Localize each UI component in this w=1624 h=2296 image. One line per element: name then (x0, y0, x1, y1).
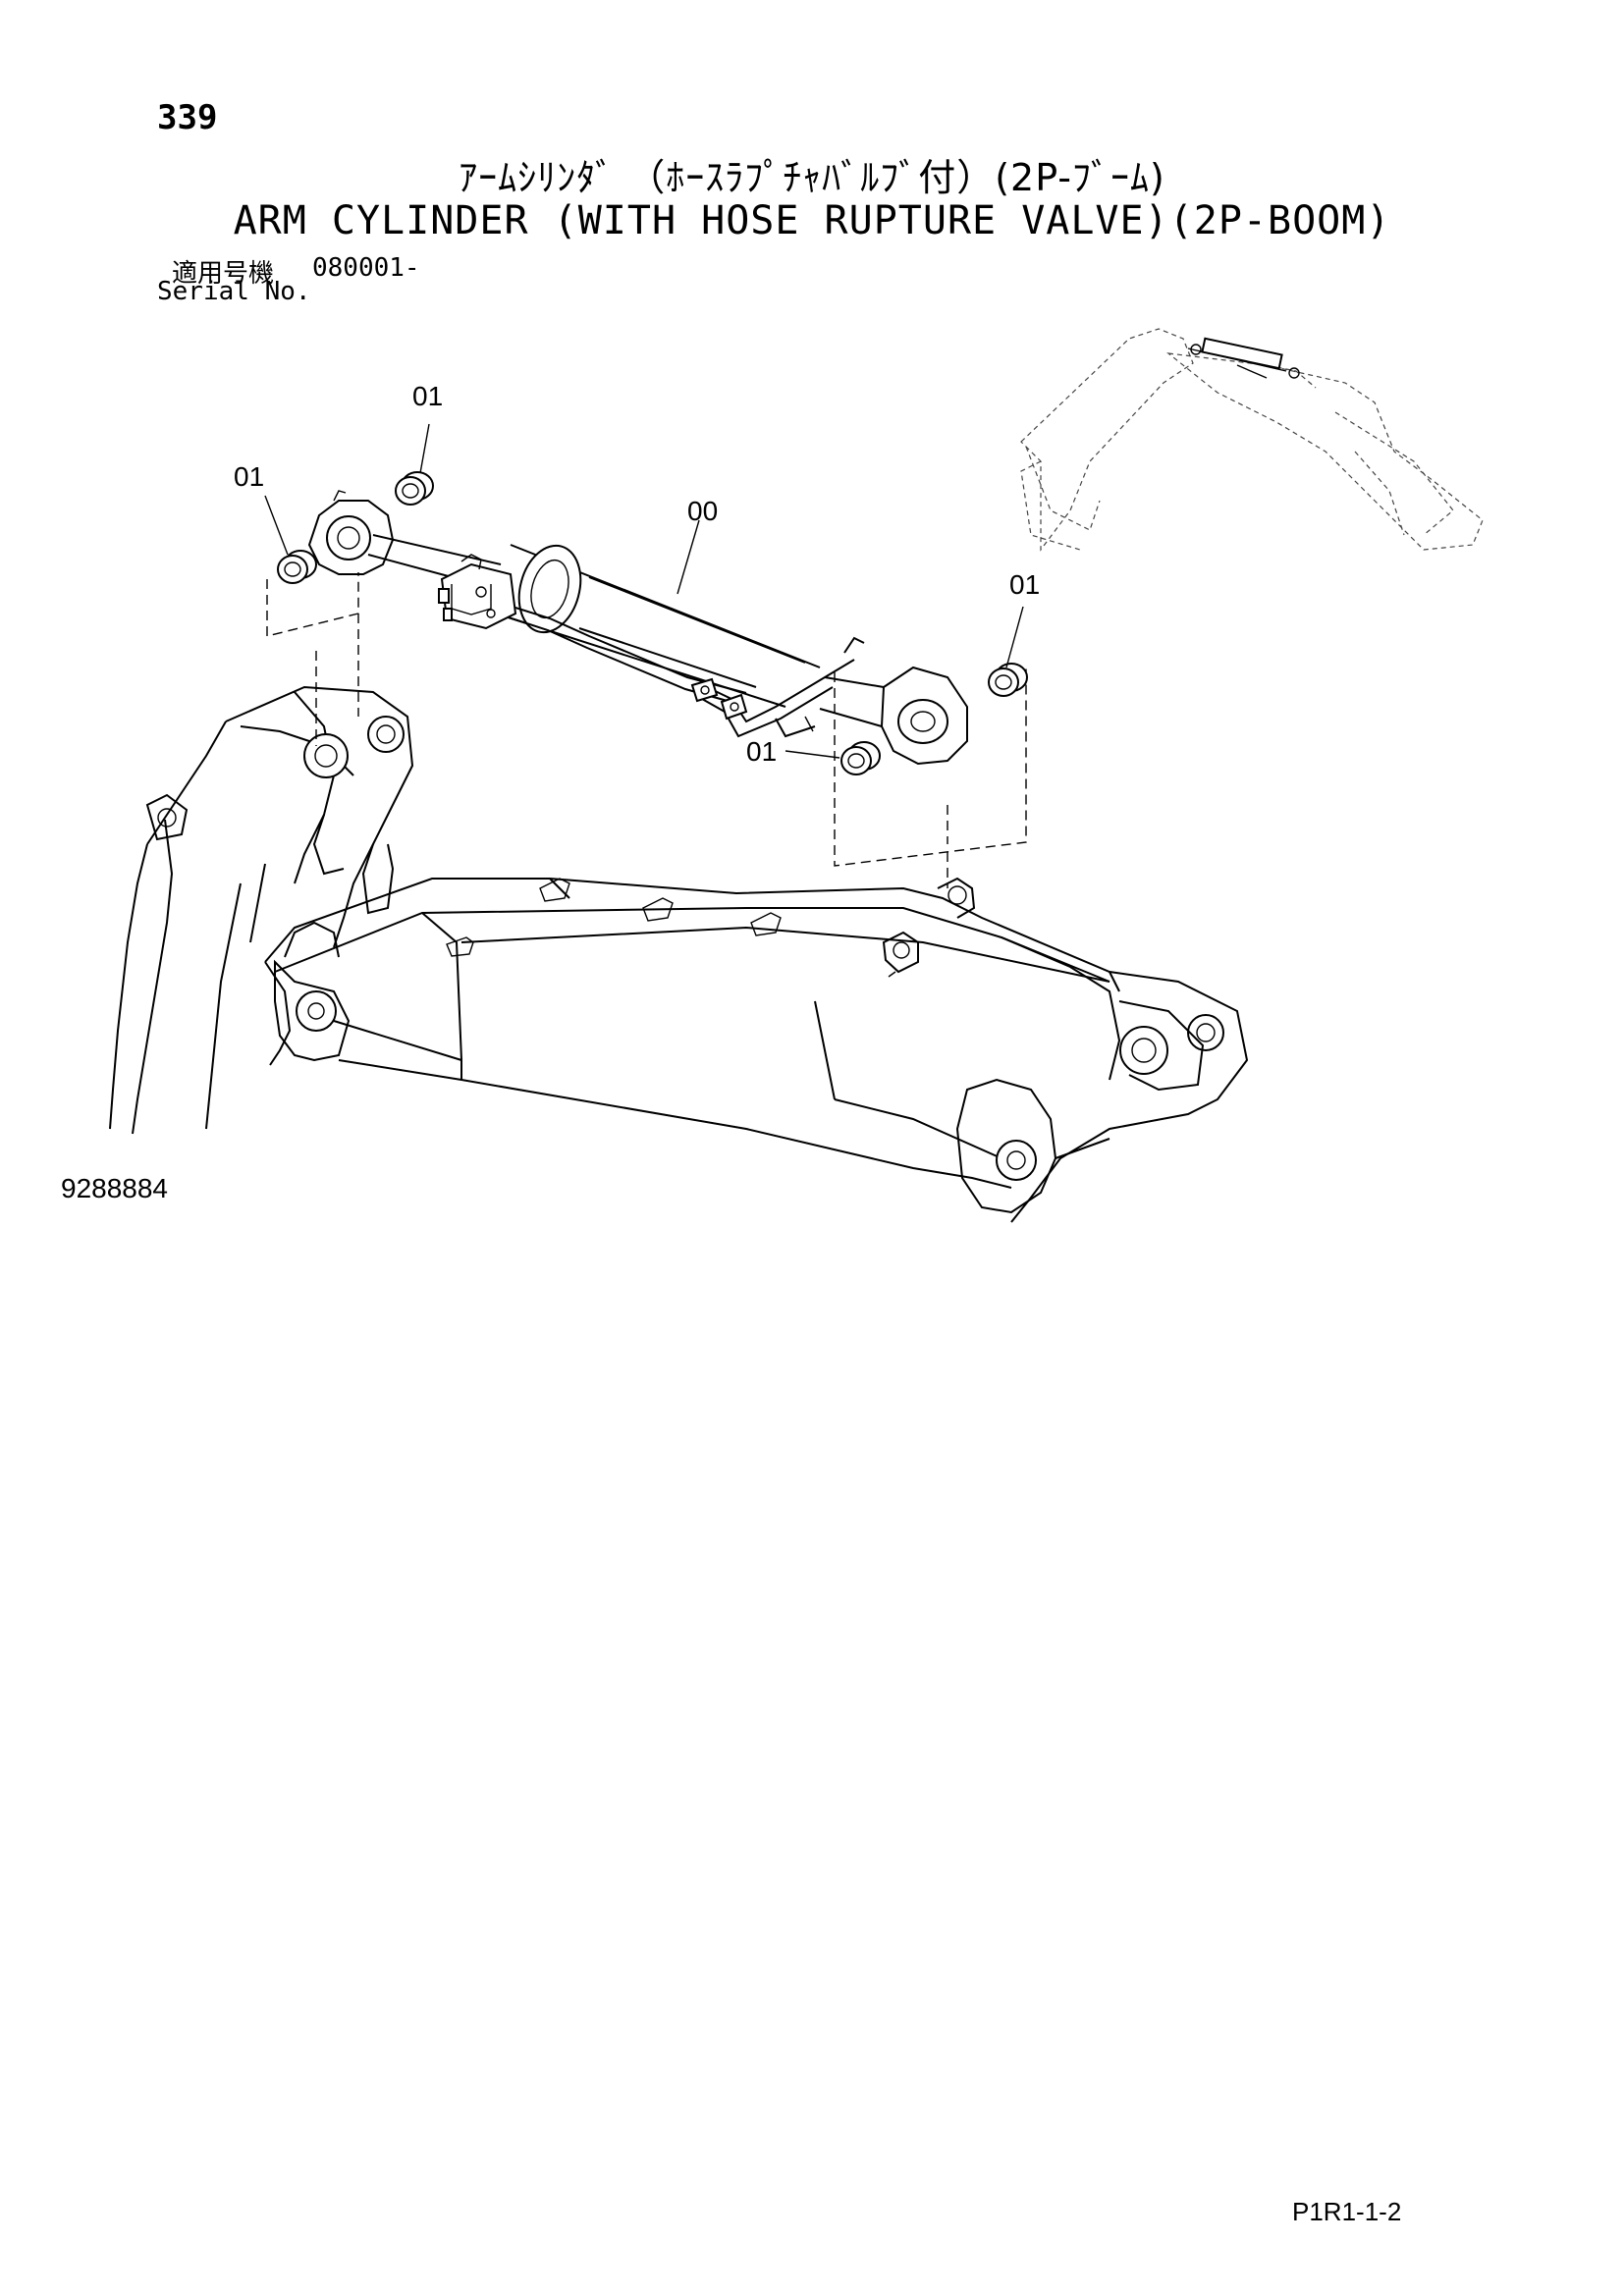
serial-value: 080001- (312, 253, 420, 283)
title-english: ARM CYLINDER (WITH HOSE RUPTURE VALVE)(2… (233, 198, 1391, 243)
arm-structure (109, 685, 1249, 1223)
title-japanese: ｱｰﾑｼﾘﾝﾀﾞ （ﾎｰｽﾗﾌﾟﾁｬﾊﾞﾙﾌﾞ付）(2P-ﾌﾞｰﾑ) (459, 156, 1165, 199)
bushing-right-lower (840, 741, 881, 775)
callout-01-lower: 01 (746, 736, 778, 767)
callout-00-cylinder: 00 (687, 496, 719, 526)
inset-overview-illustration (1020, 328, 1484, 552)
figure-number: 9288884 (61, 1173, 169, 1203)
page-number: 339 (157, 98, 218, 137)
arm-cylinder-assembly (307, 490, 968, 766)
serial-label-japanese: 適用号機 (172, 259, 275, 289)
callout-01-right: 01 (1009, 569, 1041, 600)
page-code: P1R1-1-2 (1292, 2197, 1402, 2226)
callout-01-upper: 01 (412, 381, 444, 411)
assembly-lines (266, 572, 1027, 888)
serial-label-english: Serial No. (157, 277, 311, 306)
bushing-right-upper (988, 663, 1028, 697)
bushings (264, 423, 1028, 775)
bushing-lower-left (277, 550, 317, 584)
callout-01-left: 01 (234, 461, 265, 492)
bushing-upper-left (395, 471, 434, 506)
